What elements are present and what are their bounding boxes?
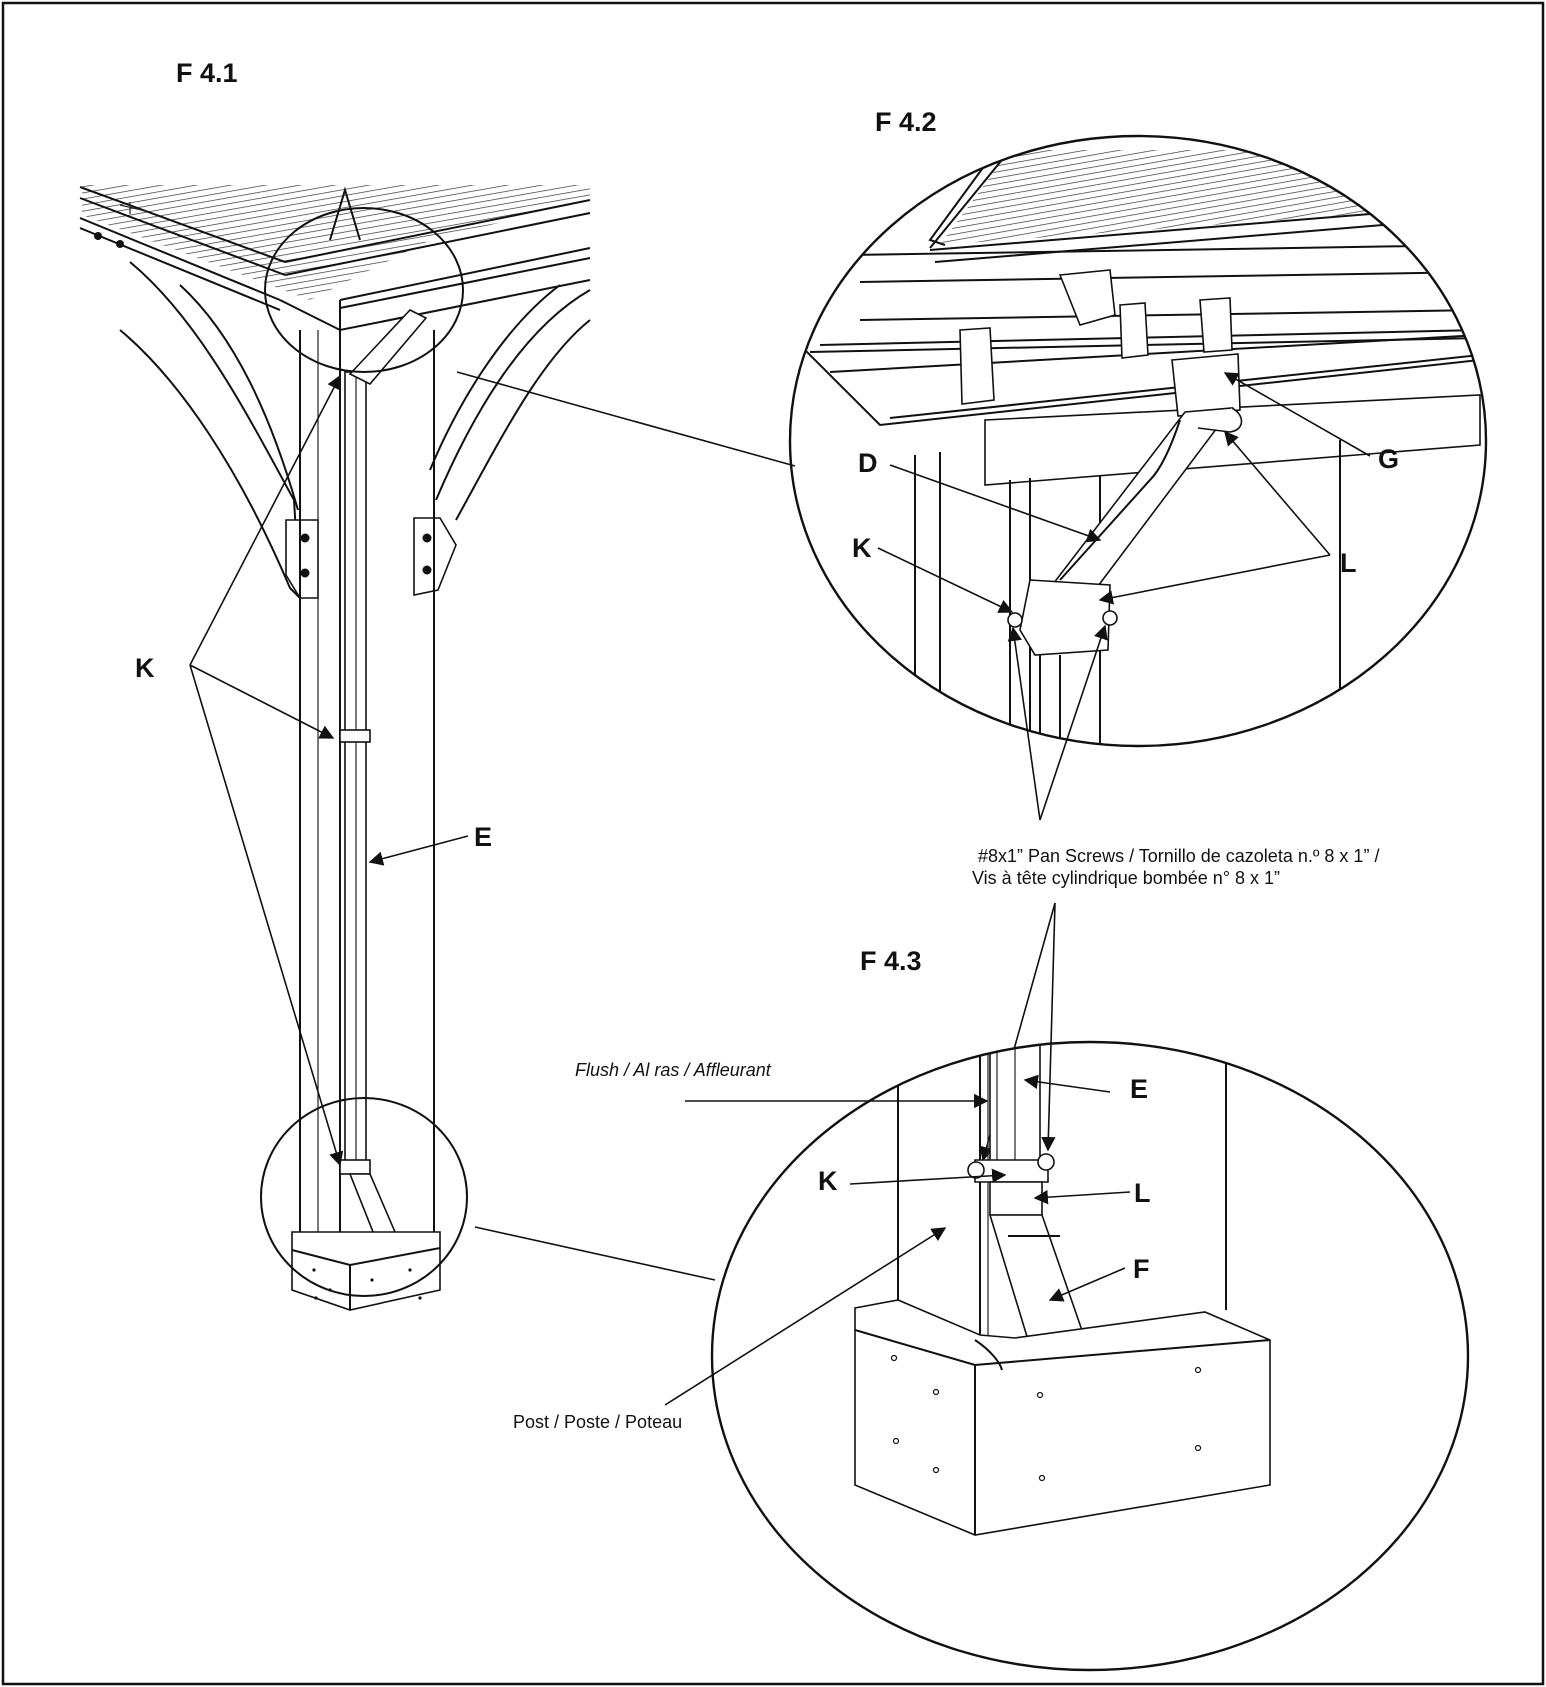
callout-f41-k: K <box>135 653 155 683</box>
callout-f43-l: L <box>1134 1178 1151 1208</box>
screws-note-line2: Vis à tête cylindrique bombée n° 8 x 1” <box>972 868 1280 888</box>
callout-f43-e: E <box>1130 1074 1148 1104</box>
callout-f41-e: E <box>474 822 492 852</box>
figure-title-f43: F 4.3 <box>860 946 922 976</box>
right-brace <box>413 284 591 596</box>
figure-f42: F 4.2 <box>788 107 1488 1162</box>
post-f41 <box>299 309 435 1264</box>
left-brace <box>119 261 319 601</box>
detail-circle-f42 <box>788 134 1488 748</box>
callout-f43-f: F <box>1133 1254 1150 1284</box>
figure-title-f41: F 4.1 <box>176 58 238 88</box>
gazebo-roof <box>79 185 591 332</box>
detail-circle-top <box>264 207 464 373</box>
detail-circle-bottom <box>260 1097 468 1297</box>
detail-circle-f43 <box>710 1040 1470 1672</box>
post-note: Post / Poste / Poteau <box>513 1412 682 1432</box>
connector-to-f43 <box>474 1226 716 1281</box>
post-base-f41 <box>291 1231 441 1311</box>
connector-to-f42 <box>456 371 796 467</box>
screws-note-line1: #8x1” Pan Screws / Tornillo de cazoleta … <box>978 846 1379 866</box>
flush-note: Flush / Al ras / Affleurant <box>575 1060 772 1080</box>
figure-title-f42: F 4.2 <box>875 107 937 137</box>
callout-f42-k: K <box>852 533 872 563</box>
callout-f43-k: K <box>818 1166 838 1196</box>
callout-f42-d: D <box>858 448 878 478</box>
figure-f41: F 4.1 <box>79 58 796 1311</box>
callout-f42-g: G <box>1378 444 1399 474</box>
callout-f42-l: L <box>1340 548 1357 578</box>
figure-f43: F 4.3 <box>513 946 1470 1672</box>
